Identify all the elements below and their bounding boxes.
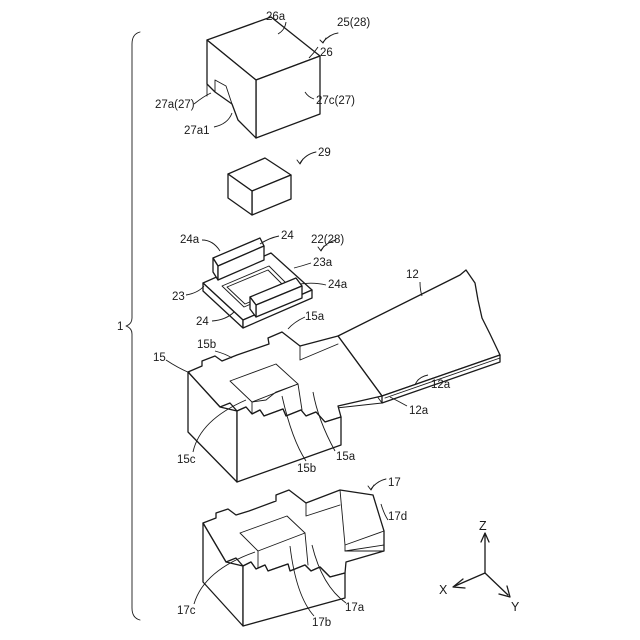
axis-label-x: X bbox=[439, 583, 448, 597]
label-15c: 15c bbox=[177, 454, 196, 466]
label-12a-upper: 12a bbox=[431, 379, 451, 391]
label-24a-top: 24a bbox=[180, 234, 200, 246]
label-15b-bottom: 15b bbox=[297, 463, 316, 475]
axis-label-y: Y bbox=[511, 600, 520, 614]
label-15b-top: 15b bbox=[197, 339, 216, 351]
label-15: 15 bbox=[153, 352, 166, 364]
label-17d: 17d bbox=[388, 511, 407, 523]
label-22: 22(28) bbox=[311, 234, 344, 246]
label-17b: 17b bbox=[312, 617, 331, 629]
block-29 bbox=[228, 158, 291, 215]
label-29: 29 bbox=[318, 147, 331, 159]
label-12: 12 bbox=[406, 269, 419, 281]
label-27a1: 27a1 bbox=[184, 125, 210, 137]
label-27c: 27c(27) bbox=[316, 95, 355, 107]
label-25: 25(28) bbox=[337, 17, 370, 29]
label-15a-top: 15a bbox=[305, 311, 325, 323]
lower-cover-22 bbox=[203, 238, 312, 328]
label-27a: 27a(27) bbox=[155, 99, 195, 111]
shield-cover-26 bbox=[207, 17, 320, 138]
coordinate-axes bbox=[453, 533, 510, 597]
label-17a: 17a bbox=[345, 602, 365, 614]
label-23: 23 bbox=[172, 291, 185, 303]
label-26: 26 bbox=[320, 47, 333, 59]
label-1: 1 bbox=[117, 321, 123, 333]
label-17c: 17c bbox=[177, 605, 196, 617]
label-24-top: 24 bbox=[281, 230, 294, 242]
assembly-bracket bbox=[126, 32, 140, 620]
label-24a-right: 24a bbox=[328, 279, 348, 291]
label-17: 17 bbox=[388, 477, 401, 489]
axis-label-z: Z bbox=[479, 519, 487, 533]
label-26a: 26a bbox=[266, 11, 286, 23]
label-15a-bottom: 15a bbox=[336, 451, 356, 463]
label-23a: 23a bbox=[313, 257, 333, 269]
label-12a-lower: 12a bbox=[409, 405, 429, 417]
label-24-bottom: 24 bbox=[196, 316, 209, 328]
axis-labels: Z X Y bbox=[439, 519, 520, 614]
